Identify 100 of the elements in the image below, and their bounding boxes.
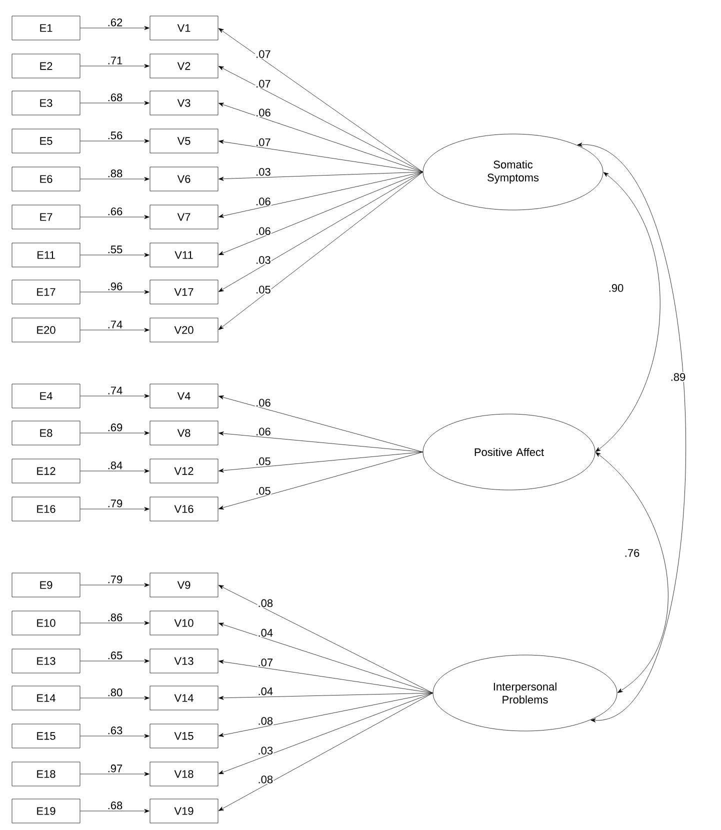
arrow <box>80 734 150 738</box>
arrow <box>218 452 423 472</box>
edge-label: .07 <box>255 138 272 147</box>
arrow <box>80 507 150 511</box>
variable-box: V15 <box>150 724 218 748</box>
variable-box: V20 <box>150 318 218 342</box>
edge-label: .06 <box>255 226 272 236</box>
arrow <box>218 172 423 292</box>
error-box: E10 <box>12 610 80 636</box>
edge-label: .90 <box>607 283 625 293</box>
edge-label: .08 <box>257 775 274 784</box>
error-box: E13 <box>12 648 80 674</box>
edge-label: .07 <box>255 50 272 58</box>
edge-label: .68 <box>108 802 122 810</box>
variable-box: V9 <box>150 572 218 598</box>
arrow <box>218 585 433 694</box>
arrow <box>80 583 150 587</box>
arrow <box>218 172 423 255</box>
variable-box: V1 <box>150 16 218 40</box>
edge-label: .86 <box>108 614 122 622</box>
variable-box: V11 <box>150 242 218 268</box>
error-box: E6 <box>12 166 80 192</box>
arrow <box>218 28 423 172</box>
variable-box: V16 <box>150 496 218 522</box>
edge-label: .06 <box>255 108 272 117</box>
variable-box: V19 <box>150 798 218 824</box>
edge-label: .68 <box>108 94 122 102</box>
edge-label: .65 <box>108 652 122 660</box>
arrow <box>218 692 433 737</box>
error-box: E15 <box>12 724 80 748</box>
error-box: E14 <box>12 686 80 710</box>
edge-label: .79 <box>108 500 122 508</box>
edge-label: .89 <box>669 372 687 382</box>
edge-label: .55 <box>108 246 122 254</box>
error-box: E16 <box>12 496 80 522</box>
edge-label: .88 <box>108 170 122 178</box>
error-box: E19 <box>12 798 80 824</box>
edge-label: .63 <box>108 726 122 734</box>
covariance-arrow <box>577 142 686 722</box>
edge-label: .06 <box>255 427 272 436</box>
edge-label: .56 <box>108 132 122 140</box>
edge-label: .07 <box>255 79 272 88</box>
edge-label: .06 <box>255 197 272 206</box>
arrow <box>218 660 433 694</box>
edge-label: .05 <box>255 285 272 294</box>
covariance-arrow <box>595 452 668 693</box>
arrow <box>80 772 150 776</box>
variable-box: V2 <box>150 54 218 78</box>
edge-label: .03 <box>255 167 272 176</box>
variable-box: V14 <box>150 686 218 710</box>
arrow <box>218 172 423 218</box>
arrow <box>80 139 150 143</box>
arrow <box>80 659 150 663</box>
variable-box: V3 <box>150 90 218 116</box>
edge-label: .04 <box>257 686 274 696</box>
edge-label: .79 <box>108 576 122 584</box>
edge-label: .62 <box>108 18 122 26</box>
arrow <box>218 452 423 510</box>
arrow <box>218 432 423 452</box>
variable-box: V8 <box>150 420 218 446</box>
variable-box: V13 <box>150 648 218 674</box>
edge-label: .03 <box>257 746 274 755</box>
edge-label: .97 <box>108 764 122 772</box>
error-box: E20 <box>12 318 80 342</box>
arrow <box>218 140 423 172</box>
arrow <box>218 692 433 811</box>
arrow <box>80 621 150 625</box>
variable-box: V17 <box>150 280 218 304</box>
edge-label: .74 <box>108 386 122 394</box>
edge-label: .84 <box>108 462 122 470</box>
arrow <box>80 215 150 219</box>
edge-label: .96 <box>108 282 122 290</box>
error-box: E8 <box>12 420 80 446</box>
arrow <box>80 328 150 332</box>
arrow <box>218 172 423 181</box>
error-box: E12 <box>12 458 80 484</box>
arrow <box>80 290 150 294</box>
arrow <box>80 253 150 257</box>
edge-label: .06 <box>255 398 272 408</box>
arrow <box>80 26 150 30</box>
edge-label: .74 <box>108 320 122 328</box>
covariance-arrow <box>595 172 660 452</box>
arrow <box>218 622 433 694</box>
error-box: E11 <box>12 242 80 268</box>
arrow <box>80 64 150 68</box>
arrow <box>80 431 150 435</box>
variable-box: V7 <box>150 204 218 230</box>
arrow <box>218 102 423 172</box>
arrow <box>218 692 433 700</box>
arrow <box>80 696 150 700</box>
error-box: E17 <box>12 280 80 304</box>
error-box: E18 <box>12 762 80 786</box>
error-box: E5 <box>12 128 80 154</box>
edge-label: .08 <box>257 716 274 726</box>
edge-label: .69 <box>108 424 122 432</box>
error-box: E4 <box>12 384 80 408</box>
edge-label: .03 <box>255 256 272 264</box>
edge-label: .71 <box>108 56 122 64</box>
edge-label: .66 <box>108 208 122 216</box>
error-box: E3 <box>12 90 80 116</box>
